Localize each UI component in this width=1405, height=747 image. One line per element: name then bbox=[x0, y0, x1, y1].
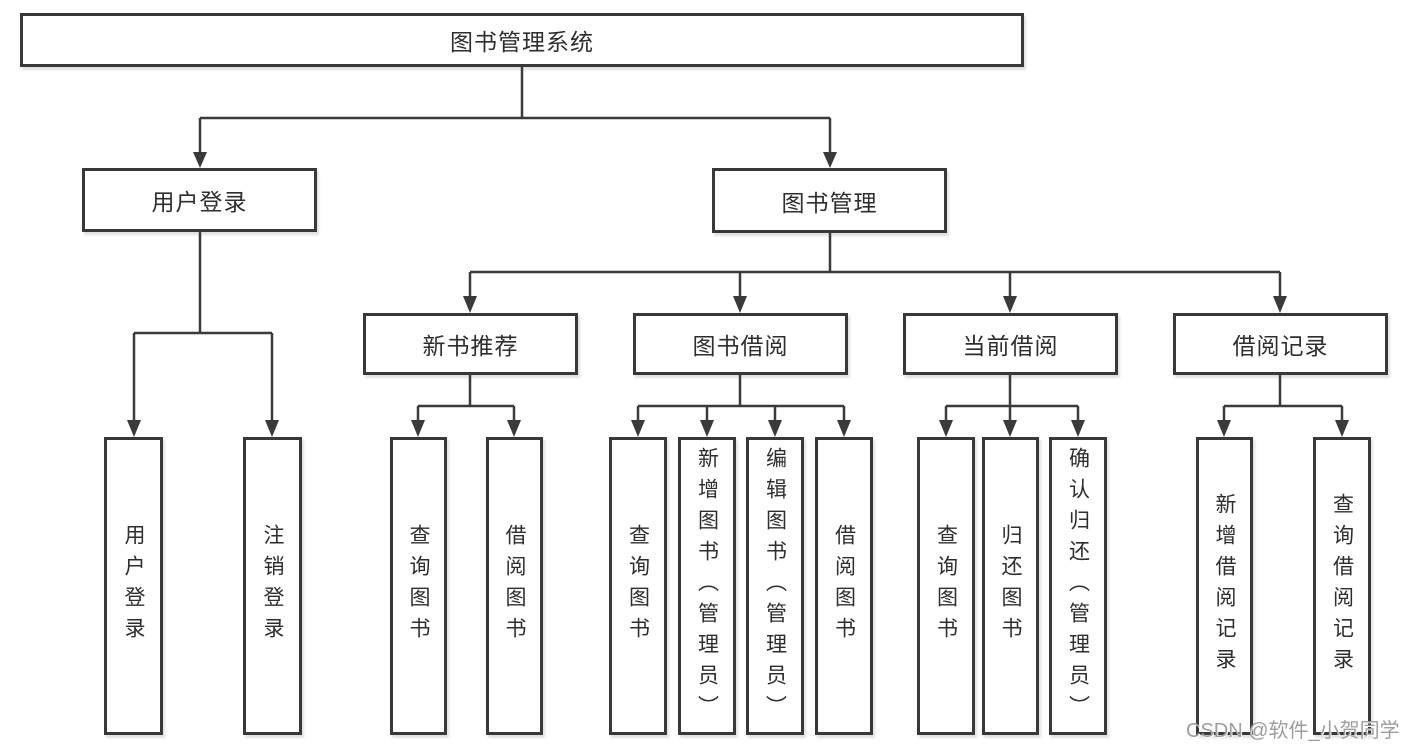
leaf-query-books-borrow: 查询图书 bbox=[609, 437, 667, 735]
node-library-management-system: 图书管理系统 bbox=[20, 13, 1024, 67]
leaf-edit-books-admin: 编辑图书（管理员） bbox=[746, 437, 804, 735]
connector-root-branch bbox=[193, 67, 837, 168]
leaf-add-books-admin: 新增图书（管理员） bbox=[678, 437, 736, 735]
connector-book-borrow-branch bbox=[631, 375, 851, 437]
node-user-login: 用户登录 bbox=[82, 168, 317, 232]
connector-user-login-branch bbox=[127, 232, 279, 437]
leaf-query-books-current: 查询图书 bbox=[917, 437, 975, 735]
leaf-return-books: 归还图书 bbox=[982, 437, 1039, 735]
leaf-user-login: 用户登录 bbox=[104, 437, 163, 735]
leaf-add-borrow-record: 新增借阅记录 bbox=[1196, 437, 1253, 735]
leaf-logout: 注销登录 bbox=[243, 437, 302, 735]
node-book-borrow: 图书借阅 bbox=[633, 313, 848, 375]
node-book-management: 图书管理 bbox=[712, 168, 947, 233]
leaf-borrow-books-recommend: 借阅图书 bbox=[486, 437, 543, 735]
connector-current-borrow-branch bbox=[939, 375, 1085, 437]
connector-borrow-records-branch bbox=[1217, 375, 1349, 437]
watermark: CSDN @软件_小贺同学 bbox=[1186, 720, 1400, 742]
node-borrow-records: 借阅记录 bbox=[1173, 313, 1388, 375]
node-current-borrow: 当前借阅 bbox=[903, 313, 1118, 375]
leaf-borrow-books: 借阅图书 bbox=[815, 437, 873, 735]
node-new-book-recommend: 新书推荐 bbox=[363, 313, 578, 375]
leaf-query-books-recommend: 查询图书 bbox=[390, 437, 447, 735]
connector-book-management-branch bbox=[463, 233, 1287, 313]
connector-new-book-recommend-branch bbox=[411, 375, 521, 437]
leaf-query-borrow-record: 查询借阅记录 bbox=[1313, 437, 1371, 735]
leaf-confirm-return-admin: 确认归还（管理员） bbox=[1049, 437, 1107, 735]
